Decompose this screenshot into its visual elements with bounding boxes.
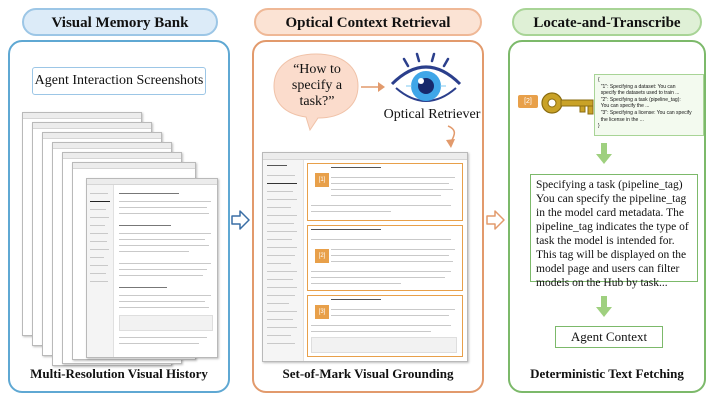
left-panel [8, 40, 230, 393]
som-screenshot: [1] [2] [3] [262, 152, 468, 362]
query-bubble [273, 53, 359, 132]
som-region-1 [307, 163, 463, 221]
som-region-2 [307, 225, 463, 291]
retriever-label: Optical Retriever [383, 107, 481, 122]
outline-arrow-icon [231, 210, 250, 230]
transcribed-text: Specifying a task (pipeline_tag) You can… [536, 179, 689, 289]
json-line: "1": Specifying a dataset: You can [598, 83, 676, 90]
curly-arrow-icon [446, 125, 456, 148]
som-mark-1: [1] [315, 173, 329, 187]
som-mark-3: [3] [315, 305, 329, 319]
json-line: } [598, 123, 600, 130]
json-line: { [598, 77, 600, 83]
screenshots-label-box: Agent Interaction Screenshots [32, 67, 206, 95]
key-badge: [2] [518, 95, 538, 108]
outline-arrow-icon [486, 210, 505, 230]
right-panel [508, 40, 706, 393]
json-line: You can specify the ... [598, 103, 650, 110]
transcribed-text-box: Specifying a task (pipeline_tag) You can… [530, 174, 698, 289]
screenshots-label: Agent Interaction Screenshots [34, 73, 204, 88]
json-line: "3": Specifying a license: You can speci… [598, 109, 692, 116]
right-panel-caption: Deterministic Text Fetching [530, 366, 684, 381]
screenshot-stack [0, 0, 230, 400]
json-line: "2": Specifying a task (pipeline_tag): [598, 96, 681, 103]
json-line: specify the datasets used to train ... [598, 90, 680, 97]
query-text: “How to specify a task?” [291, 62, 343, 109]
middle-panel-title: Optical Context Retrieval [254, 8, 482, 36]
middle-panel [252, 40, 484, 393]
left-panel-title: Visual Memory Bank [22, 8, 218, 36]
down-arrow [596, 143, 612, 164]
right-panel-title: Locate-and-Transcribe [512, 8, 702, 36]
middle-panel-caption: Set-of-Mark Visual Grounding [282, 366, 454, 381]
down-arrow [596, 296, 612, 317]
flow-arrow [361, 82, 385, 92]
som-region-3 [307, 295, 463, 357]
key-icon [541, 92, 594, 115]
json-line: the license in the ... [598, 116, 644, 123]
left-panel-caption: Multi-Resolution Visual History [30, 366, 208, 381]
som-mark-2: [2] [315, 249, 329, 263]
agent-context-box: Agent Context [555, 326, 663, 348]
screenshot-front [86, 178, 218, 358]
agent-context-label: Agent Context [570, 329, 648, 344]
eye-icon [390, 52, 462, 102]
json-box: { "1": Specifying a dataset: You can spe… [594, 74, 704, 136]
